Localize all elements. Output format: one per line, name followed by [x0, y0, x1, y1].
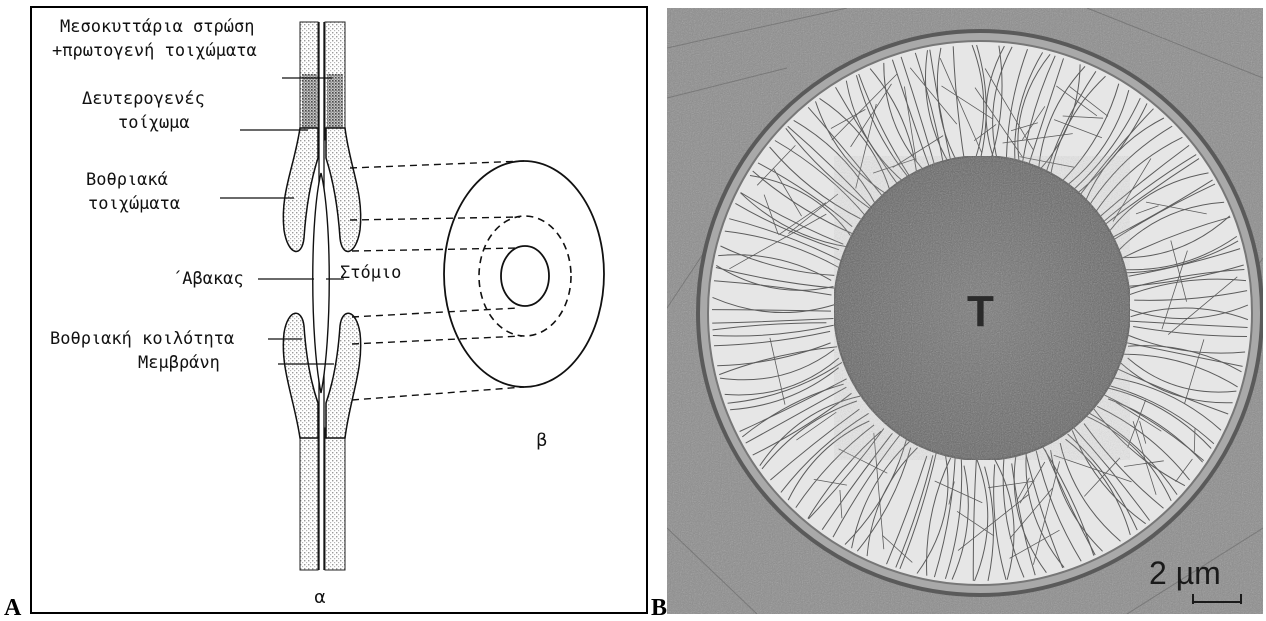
pit-micrograph: T 2 µm [667, 8, 1263, 614]
torus-membrane [313, 173, 330, 393]
label-torus: ΄Αβακας [172, 269, 244, 289]
label-beta: β [536, 430, 548, 451]
pit-diagram: Μεσοκυττάρια στρώση +πρωτογενή τοιχώματα… [32, 8, 648, 614]
aperture-circle [501, 246, 549, 306]
label-secondary-wall-2: τοίχωμα [118, 113, 190, 133]
pit-diagram-panel: Μεσοκυττάρια στρώση +πρωτογενή τοιχώματα… [30, 6, 648, 614]
torus-label: T [967, 287, 994, 336]
outer-border-circle [444, 161, 604, 387]
label-secondary-wall-1: Δευτερογενές [82, 89, 205, 109]
label-pit-cavity: Βοθριακή κοιλότητα [50, 329, 234, 349]
label-middle-lamella-2: +πρωτογενή τοιχώματα [52, 41, 257, 61]
label-aperture: Στόμιο [340, 263, 401, 283]
label-alpha: α [314, 587, 326, 608]
scale-bar-label: 2 µm [1149, 555, 1221, 591]
label-pit-walls-1: Βοθριακά [86, 170, 168, 190]
face-view [444, 161, 604, 387]
label-pit-walls-2: τοιχώματα [88, 194, 180, 214]
label-membrane: Μεμβράνη [138, 353, 220, 373]
pit-micrograph-panel: T 2 µm [667, 8, 1263, 614]
panel-letter-b: B [651, 596, 667, 620]
dashed-pit-circle [479, 216, 571, 336]
panel-letter-a: A [4, 596, 21, 620]
label-middle-lamella-1: Μεσοκυττάρια στρώση [60, 17, 254, 37]
